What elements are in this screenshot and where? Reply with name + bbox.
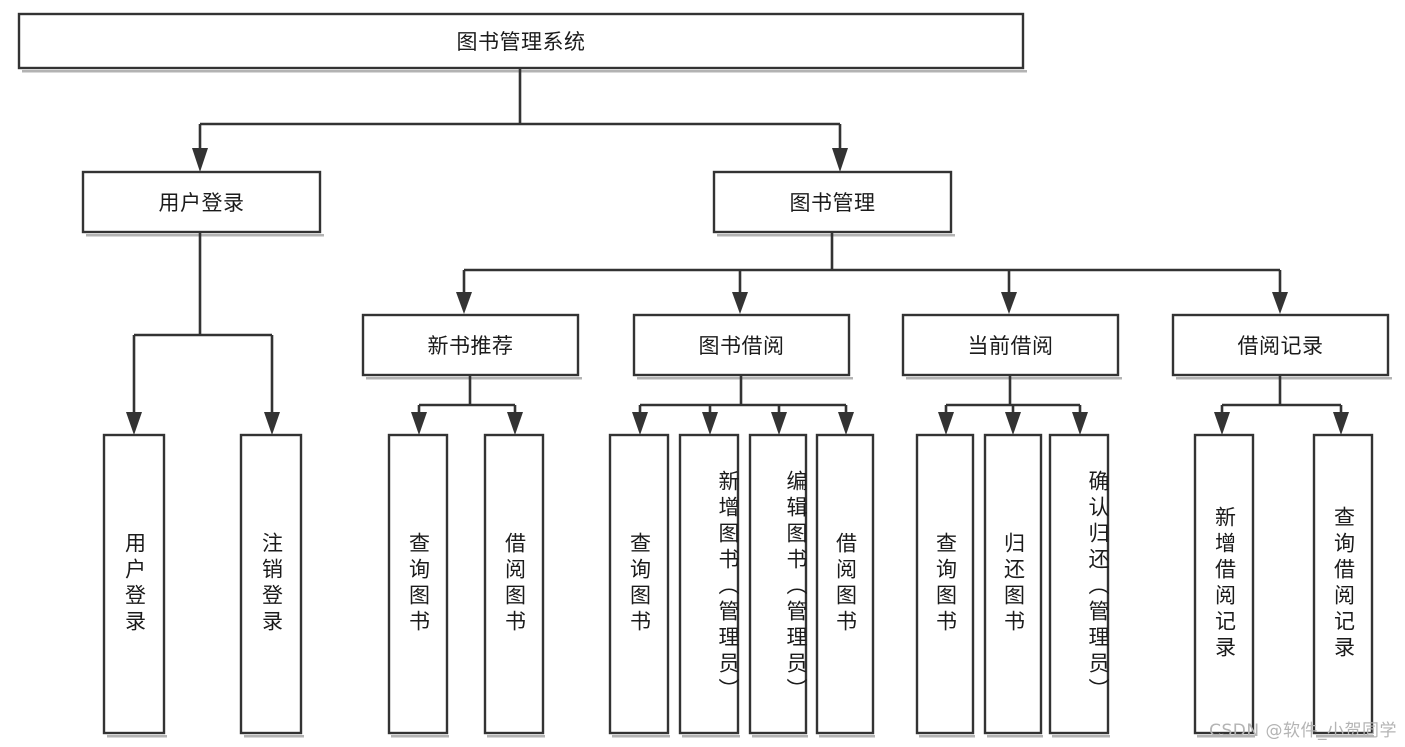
node-box-leaf-5 (678, 433, 740, 735)
edge-book-borrow-to-leaves (632, 375, 854, 435)
node-box-leaf-4 (608, 433, 670, 735)
node-box-l2-3 (1171, 313, 1390, 377)
box-shadow-group (22, 70, 1392, 738)
node-box-leaf-11 (1193, 433, 1255, 735)
watermark-text: CSDN @软件_小贺同学 (1209, 721, 1397, 741)
node-box-leaf-1 (239, 433, 303, 735)
node-box-l1-0 (81, 170, 322, 234)
node-box-root (17, 12, 1025, 70)
node-box-leaf-7 (815, 433, 875, 735)
node-box-leaf-8 (915, 433, 975, 735)
edge-new-book-to-leaves (411, 375, 523, 435)
node-box-leaf-2 (387, 433, 449, 735)
node-box-leaf-10 (1048, 433, 1110, 735)
node-box-l1-1 (712, 170, 953, 234)
node-box-leaf-3 (483, 433, 545, 735)
edge-current-borrow-to-leaves (938, 375, 1088, 435)
edge-borrow-record-to-leaves (1214, 375, 1349, 435)
node-box-leaf-0 (102, 433, 166, 735)
node-box-leaf-9 (983, 433, 1043, 735)
node-box-l2-2 (901, 313, 1120, 377)
node-box-l2-1 (632, 313, 851, 377)
node-box-leaf-6 (748, 433, 808, 735)
edge-user-login-to-leaves (126, 232, 280, 435)
node-box-l2-0 (361, 313, 580, 377)
edge-book-mgmt-to-level2 (456, 232, 1288, 314)
edge-root-to-level1 (192, 68, 848, 172)
node-box-leaf-12 (1312, 433, 1374, 735)
